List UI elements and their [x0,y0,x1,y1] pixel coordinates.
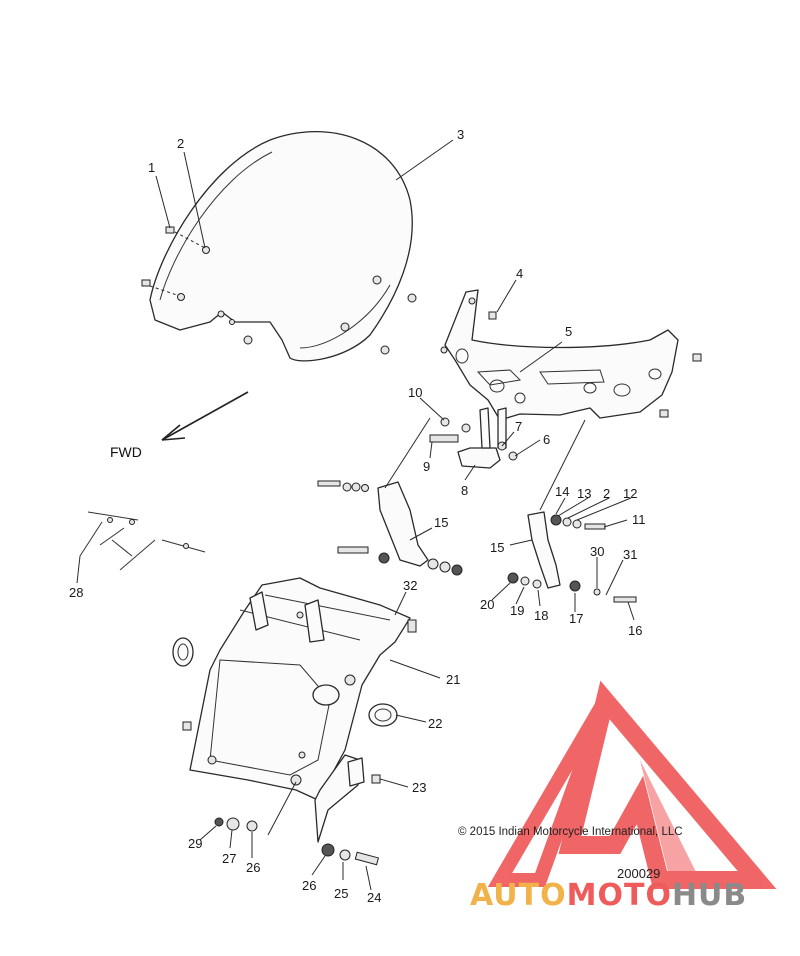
callout-2: 2 [177,136,184,151]
right-support-arm [507,511,637,603]
callout-23: 23 [412,780,426,795]
callout-24: 24 [367,890,381,905]
callout-13: 13 [577,486,591,501]
watermark-text: AUTOMOTOHUB [470,878,747,913]
watermark-logo-icon [487,680,777,889]
callout-30: 30 [590,544,604,559]
callout-4: 4 [516,266,523,281]
callout-27: 27 [222,851,236,866]
callout-labels: 1 2 3 4 5 6 7 8 9 10 11 12 13 14 15 15 1… [69,127,646,905]
callout-15-right: 15 [490,540,504,555]
callout-8: 8 [461,483,468,498]
leader-lines [76,139,635,891]
watermark-auto: AUTO [470,878,567,913]
callout-18: 18 [534,608,548,623]
callout-16: 16 [628,623,642,638]
mount-plate [429,407,518,469]
callout-11: 11 [632,512,646,527]
forward-arrow-icon [161,391,249,441]
callout-29: 29 [188,836,202,851]
windshield-bracket [440,289,702,421]
callout-21: 21 [446,672,460,687]
callout-6: 6 [543,432,550,447]
watermark-hub: HUB [672,878,747,913]
callout-5: 5 [565,324,572,339]
callout-2-right: 2 [603,486,610,501]
callout-32: 32 [403,578,417,593]
callout-28: 28 [69,585,83,600]
headlight-frame [172,577,417,843]
callout-15-left: 15 [434,515,448,530]
callout-10: 10 [408,385,422,400]
windshield [149,131,417,362]
windshield-screw [141,226,210,301]
callout-17: 17 [569,611,583,626]
callout-31: 31 [623,547,637,562]
callout-22: 22 [428,716,442,731]
clip-set [79,511,206,571]
left-support-arm [317,480,463,576]
copyright-text: © 2015 Indian Motorcycle International, … [458,826,683,838]
figure-number: 200029 [617,866,660,881]
callout-25: 25 [334,886,348,901]
callout-3: 3 [457,127,464,142]
watermark-moto: MOTO [567,878,672,913]
callout-26-right: 26 [302,878,316,893]
callout-12: 12 [623,486,637,501]
callout-1: 1 [148,160,155,175]
callout-9: 9 [423,459,430,474]
callout-7: 7 [515,419,522,434]
lower-hardware [214,817,380,866]
callout-19: 19 [510,603,524,618]
direction-label: FWD [110,444,142,460]
callout-26-left: 26 [246,860,260,875]
callout-14: 14 [555,484,569,499]
callout-20: 20 [480,597,494,612]
